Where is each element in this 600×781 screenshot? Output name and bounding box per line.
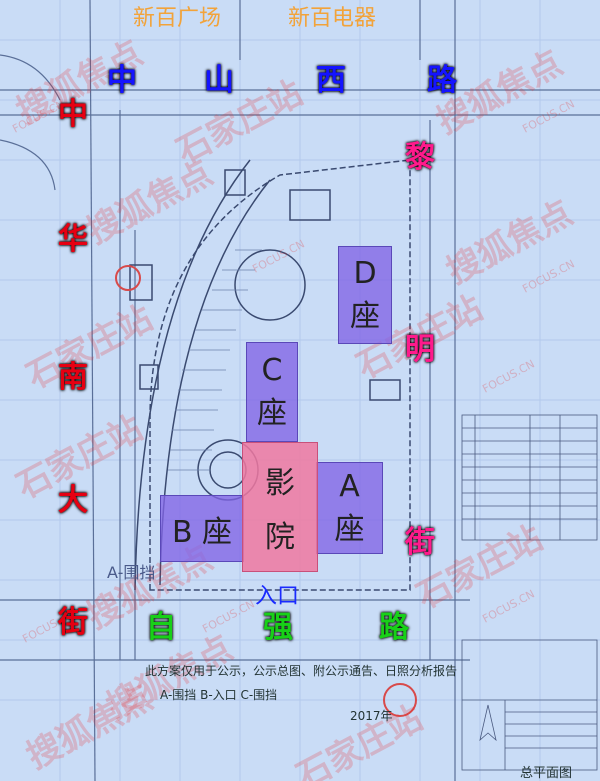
west-street-char: 华: [58, 222, 88, 257]
south-street-char: 自: [146, 610, 176, 645]
north-street-char: 中: [107, 63, 137, 98]
block-d[interactable]: D 座: [338, 246, 392, 344]
west-street-char: 中: [58, 97, 88, 132]
year-text: 2017年: [350, 709, 393, 723]
xinbai-plaza-label: 新百广场: [133, 6, 222, 31]
north-street-char: 西: [316, 63, 346, 98]
east-street-char: 黎: [405, 140, 435, 175]
west-street-char: 南: [58, 360, 88, 395]
south-street-char: 强: [263, 610, 293, 645]
north-street-char: 山: [204, 63, 234, 98]
entrance-label: 入口: [255, 584, 300, 609]
east-street-char: 街: [405, 525, 435, 560]
cinema-block[interactable]: 影 院: [242, 442, 318, 572]
plan-title: 总平面图: [520, 766, 573, 781]
cinema-char: 院: [265, 520, 295, 555]
block-c-letter: C: [261, 352, 283, 388]
west-street-char: 街: [58, 605, 88, 640]
block-c-suffix: 座: [257, 395, 287, 431]
block-c[interactable]: C 座: [246, 342, 298, 442]
block-a-suffix: 座: [334, 511, 365, 547]
east-street-char: 明: [405, 332, 435, 367]
block-d-letter: D: [353, 255, 377, 291]
xinbai-appliance-label: 新百电器: [288, 6, 377, 31]
block-b[interactable]: B 座: [160, 495, 244, 562]
south-street-char: 路: [379, 610, 409, 645]
notice-text: 此方案仅用于公示，公示总图、附公示通告、日照分析报告: [145, 664, 458, 678]
block-d-suffix: 座: [350, 298, 380, 334]
north-street-char: 路: [427, 63, 457, 98]
block-a[interactable]: A 座: [316, 462, 383, 554]
fence-label: A-围挡: [107, 563, 156, 582]
legend-text: A-围挡 B-入口 C-围挡: [160, 688, 278, 702]
block-b-label: B 座: [171, 514, 233, 550]
block-a-letter: A: [339, 468, 360, 504]
west-street-char: 大: [58, 483, 88, 518]
cinema-char: 影: [265, 466, 295, 501]
